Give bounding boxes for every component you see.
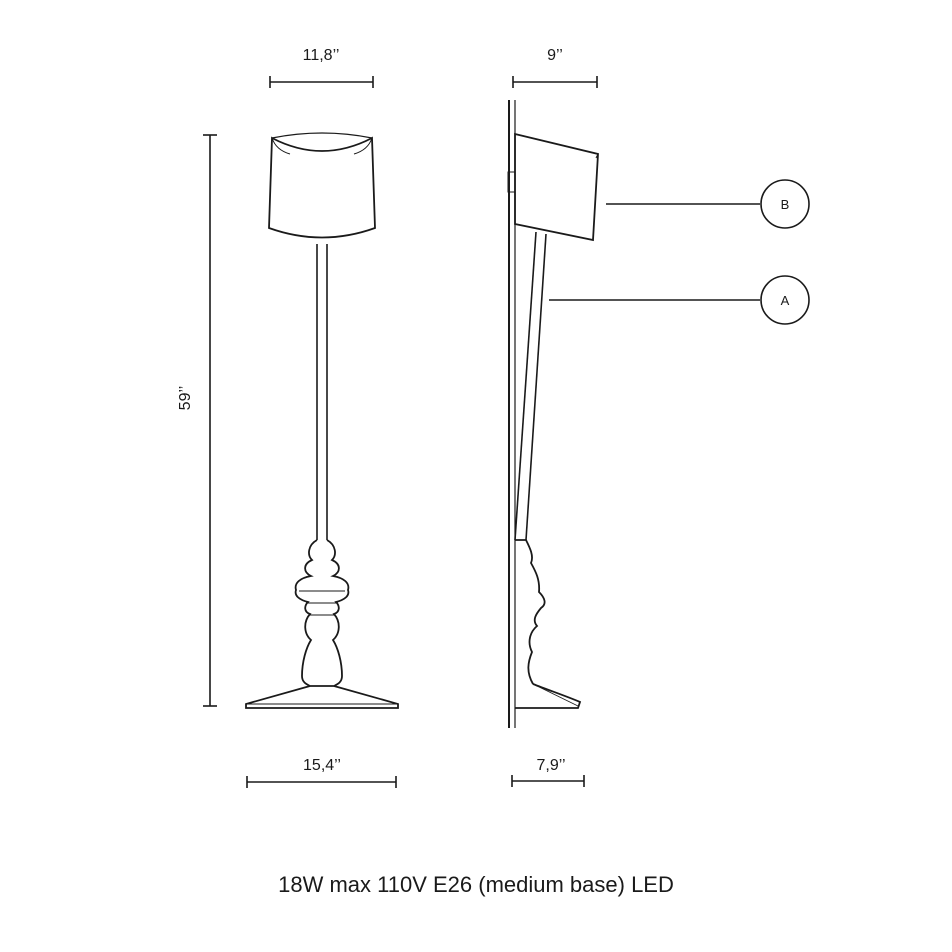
height-label: 59’’: [177, 386, 194, 411]
base-width-label: 15,4’’: [303, 757, 341, 774]
spec-line: 18W max 110V E26 (medium base) LED: [278, 872, 674, 897]
side-base: [515, 683, 582, 709]
callout-a-label: A: [781, 293, 790, 308]
side-stem: [514, 231, 547, 541]
base-width-dimension: [246, 776, 397, 788]
depth-base-dimension: [511, 775, 585, 787]
shade-width-label: 11,8’’: [303, 47, 340, 64]
side-view: 9’’ 7,9’’ B: [507, 47, 810, 787]
front-baluster: [294, 539, 350, 687]
front-view: 11,8’’ 59’’ 15,4’’: [177, 47, 399, 788]
depth-top-dimension: [512, 76, 598, 88]
callout-b-label: B: [781, 197, 790, 212]
side-lampshade: [514, 132, 599, 242]
depth-top-label: 9’’: [547, 47, 563, 64]
front-base: [245, 685, 399, 709]
callout-a: [549, 275, 810, 325]
callout-b: [606, 179, 810, 229]
front-stem: [316, 244, 328, 540]
depth-base-label: 7,9’’: [536, 757, 565, 774]
side-profile-body: [515, 539, 546, 685]
height-dimension: [203, 134, 217, 707]
shade-width-dimension: [269, 76, 374, 88]
front-lampshade: [268, 136, 376, 239]
